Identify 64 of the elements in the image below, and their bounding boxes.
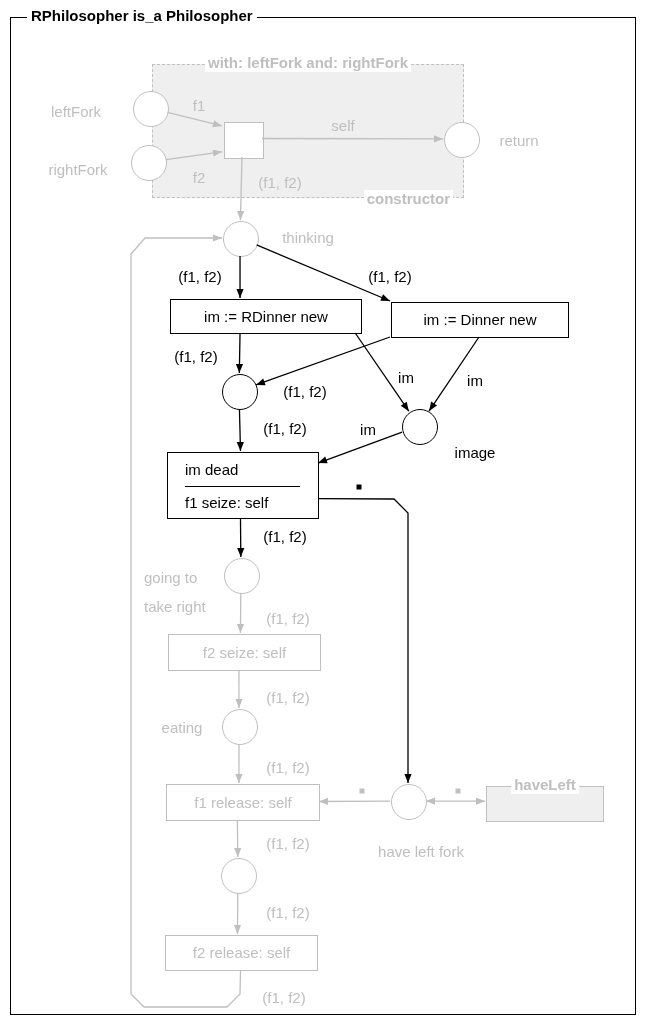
edge-label: (f1, f2): [174, 348, 218, 366]
transition-box: [170, 299, 362, 334]
transition-box: [166, 784, 320, 821]
transition-box: [224, 122, 264, 159]
edge-label: (f1, f2): [266, 610, 310, 628]
transition-box: [165, 935, 318, 971]
place-circle: [222, 374, 258, 410]
arrow: [236, 408, 244, 452]
arrow: [354, 332, 410, 412]
edge-label: (f1, f2): [266, 759, 310, 777]
arrow: [237, 517, 245, 558]
arrow: [317, 497, 412, 784]
arrow: [235, 743, 243, 784]
edge-label: (f1, f2): [266, 904, 310, 922]
place-label: eating: [161, 719, 203, 737]
transition-text: im := Dinner new: [423, 311, 537, 329]
arrow: [165, 149, 223, 161]
edge-label: (f1, f2): [266, 689, 310, 707]
arrow: [235, 332, 244, 374]
transition-text: f1 release: self: [194, 793, 292, 812]
edge-label: (f1, f2): [263, 528, 307, 546]
transition-text: f2 seize: self: [202, 643, 287, 662]
arrow: [425, 797, 486, 805]
place-label: rightFork: [48, 161, 108, 179]
edge-label: (f1, f2): [263, 420, 307, 438]
arrow: [166, 111, 223, 128]
edge-label: im: [360, 421, 376, 439]
haveleft-label: haveLeft: [511, 776, 579, 794]
place-label: image: [454, 444, 496, 462]
transition-box: [391, 302, 569, 338]
arrow: [130, 234, 242, 1008]
arrow: [233, 892, 242, 935]
transition-text: f2 release: self: [192, 944, 291, 962]
arrow: [255, 244, 391, 302]
edge-label: (f1, f2): [178, 268, 222, 286]
edge-label: im: [398, 369, 414, 387]
place-label: thinking: [282, 229, 334, 247]
arrow: [318, 797, 391, 806]
action-text: f1 seize: self: [185, 494, 269, 512]
edge-label: (f1, f2): [266, 835, 310, 853]
arrow: [261, 135, 444, 143]
place-label: return: [499, 132, 539, 150]
edge-label: im: [467, 372, 483, 390]
arrow: [234, 819, 242, 858]
arrow: [236, 255, 244, 299]
arrow: [237, 156, 245, 221]
transition-box: [167, 452, 319, 519]
edge-label: (f1, f2): [283, 383, 327, 401]
frame-title: RPhilosopher is_a Philosopher: [27, 7, 257, 25]
arrow: [317, 431, 403, 464]
guard-text: im dead: [185, 461, 239, 479]
constructor-signature: with: leftFork and: rightFork: [205, 54, 411, 72]
place-label: have left fork: [378, 843, 464, 861]
arrow: [428, 336, 480, 412]
place-label: leftFork: [51, 103, 101, 121]
edge-label: (f1, f2): [262, 989, 306, 1007]
arrow: [236, 592, 245, 634]
arrow: [235, 669, 243, 709]
transition-box: [168, 634, 321, 671]
edge-label: (f1, f2): [368, 268, 412, 286]
place-label: going to take right: [144, 568, 207, 617]
arrow: [255, 336, 391, 386]
place-circle: [221, 858, 257, 894]
transition-text: im := RDinner new: [204, 307, 328, 326]
